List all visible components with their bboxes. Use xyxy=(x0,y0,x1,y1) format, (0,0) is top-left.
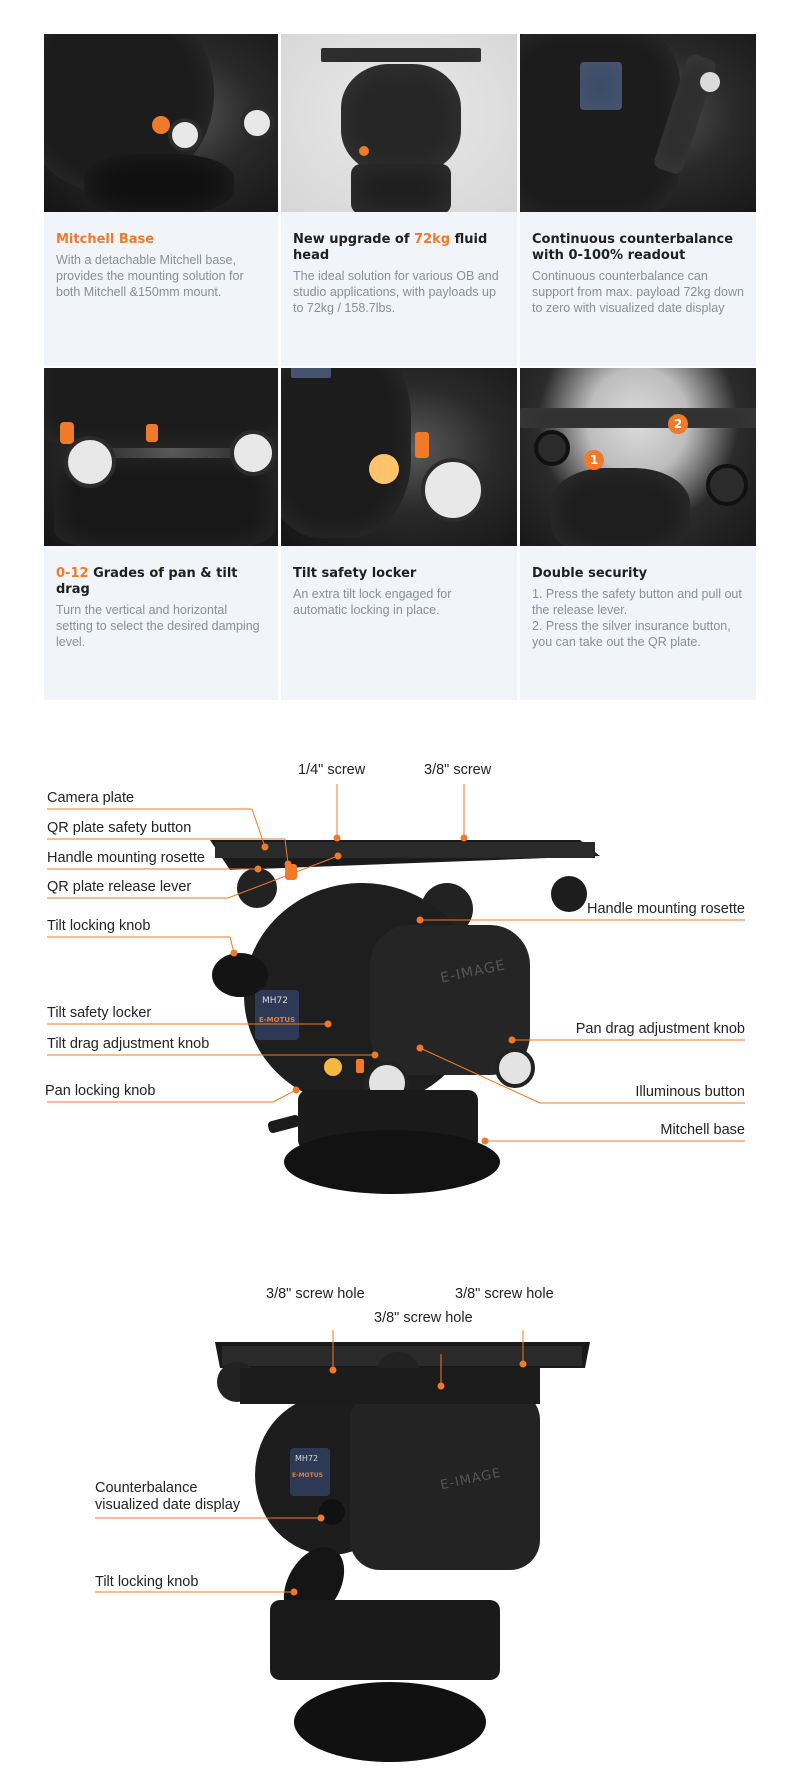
card-description: With a detachable Mitchell base, provide… xyxy=(56,253,244,299)
card-description: Continuous counterbalance can support fr… xyxy=(532,269,744,315)
body-series-mark-side: E-MOTUS xyxy=(292,1472,323,1479)
diagram-front-view: 1/4" screw 3/8" screw Camera plate QR pl… xyxy=(0,760,800,1230)
card-title: 0-12 Grades of pan & tilt drag xyxy=(56,566,238,597)
card-title: Tilt safety locker xyxy=(293,566,417,581)
label-mitchell-base: Mitchell base xyxy=(660,1122,745,1138)
body-model-mark: MH72 xyxy=(262,996,288,1006)
body-model-mark-side: MH72 xyxy=(295,1454,319,1463)
label-quarter-inch-screw: 1/4" screw xyxy=(298,762,366,778)
card-title: Continuous counterbalance with 0-100% re… xyxy=(532,232,734,263)
card-title: Mitchell Base xyxy=(56,232,155,247)
feature-card-double-security: 1 2 Double security 1. Press the safety … xyxy=(520,368,756,700)
label-screw-hole-right: 3/8" screw hole xyxy=(455,1286,554,1302)
feature-grid-row-2: 0-12 Grades of pan & tilt drag Turn the … xyxy=(44,368,756,700)
double-security-photo: 1 2 xyxy=(520,368,756,546)
fluid-head-photo xyxy=(281,34,517,212)
label-tilt-safety-locker: Tilt safety locker xyxy=(47,1005,152,1021)
label-camera-plate: Camera plate xyxy=(47,790,135,806)
label-pan-drag-adjustment-knob: Pan drag adjustment knob xyxy=(575,1021,745,1037)
fluid-head-front-illustration xyxy=(47,784,745,1194)
tilt-safety-locker-photo xyxy=(281,368,517,546)
feature-card-mitchell-base: Mitchell Base With a detachable Mitchell… xyxy=(44,34,278,366)
feature-card-tilt-safety-locker: Tilt safety locker An extra tilt lock en… xyxy=(281,368,517,700)
label-tilt-locking-knob-side: Tilt locking knob xyxy=(95,1574,199,1590)
counterbalance-photo xyxy=(520,34,756,212)
drag-grades-photo xyxy=(44,368,278,546)
label-handle-mounting-rosette-right: Handle mounting rosette xyxy=(587,901,745,917)
label-illuminous-button: Illuminous button xyxy=(635,1084,745,1100)
card-description: 1. Press the safety button and pull out … xyxy=(532,587,742,649)
label-handle-mounting-rosette-left: Handle mounting rosette xyxy=(47,850,205,866)
card-title: Double security xyxy=(532,566,648,581)
fluid-head-side-illustration xyxy=(95,1330,590,1762)
label-qr-plate-release-lever: QR plate release lever xyxy=(47,879,192,895)
label-three-eighths-screw: 3/8" screw xyxy=(424,762,492,778)
label-screw-hole-left: 3/8" screw hole xyxy=(266,1286,365,1302)
mitchell-base-photo xyxy=(44,34,278,212)
badge-1: 1 xyxy=(584,450,604,470)
feature-card-drag-grades: 0-12 Grades of pan & tilt drag Turn the … xyxy=(44,368,278,700)
badge-2: 2 xyxy=(668,414,688,434)
label-qr-plate-safety-button: QR plate safety button xyxy=(47,820,192,836)
label-pan-locking-knob: Pan locking knob xyxy=(45,1083,156,1099)
feature-grid-row-1: Mitchell Base With a detachable Mitchell… xyxy=(44,34,756,366)
feature-card-72kg-fluid-head: New upgrade of 72kg fluid head The ideal… xyxy=(281,34,517,366)
card-title: New upgrade of 72kg fluid head xyxy=(293,232,488,263)
label-screw-hole-middle: 3/8" screw hole xyxy=(374,1310,473,1326)
label-counterbalance-display: Counterbalance visualized date display xyxy=(95,1480,241,1513)
card-description: The ideal solution for various OB and st… xyxy=(293,269,499,315)
card-description: Turn the vertical and horizontal setting… xyxy=(56,603,260,649)
card-description: An extra tilt lock engaged for automatic… xyxy=(293,587,452,617)
feature-card-counterbalance: Continuous counterbalance with 0-100% re… xyxy=(520,34,756,366)
diagram-side-view: 3/8" screw hole 3/8" screw hole 3/8" scr… xyxy=(0,1270,800,1771)
body-series-mark: E-MOTUS xyxy=(259,1016,296,1024)
label-tilt-locking-knob: Tilt locking knob xyxy=(47,918,151,934)
label-tilt-drag-adjustment-knob: Tilt drag adjustment knob xyxy=(47,1036,210,1052)
